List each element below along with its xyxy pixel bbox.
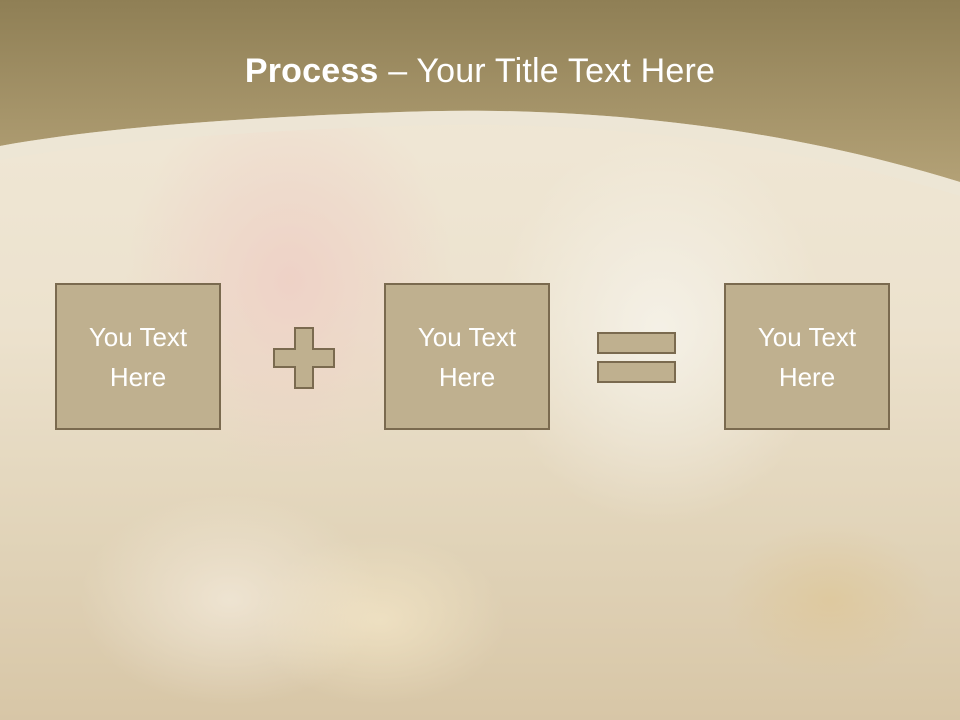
page-title: Process – Your Title Text Here xyxy=(0,52,960,91)
plus-icon xyxy=(273,327,335,389)
title-rest: – Your Title Text Here xyxy=(378,52,716,90)
header-shape xyxy=(0,0,960,196)
header-band: Process – Your Title Text Here xyxy=(0,0,960,200)
process-box-2[interactable]: You Text Here xyxy=(384,283,550,430)
process-box-1-text: You Text Here xyxy=(88,321,188,392)
title-bold: Process xyxy=(244,52,379,90)
process-box-3[interactable]: You Text Here xyxy=(724,283,890,430)
process-box-2-text: You Text Here xyxy=(417,321,517,392)
equals-icon xyxy=(597,332,676,383)
process-box-3-text: You Text Here xyxy=(757,321,857,392)
process-box-1[interactable]: You Text Here xyxy=(55,283,221,430)
